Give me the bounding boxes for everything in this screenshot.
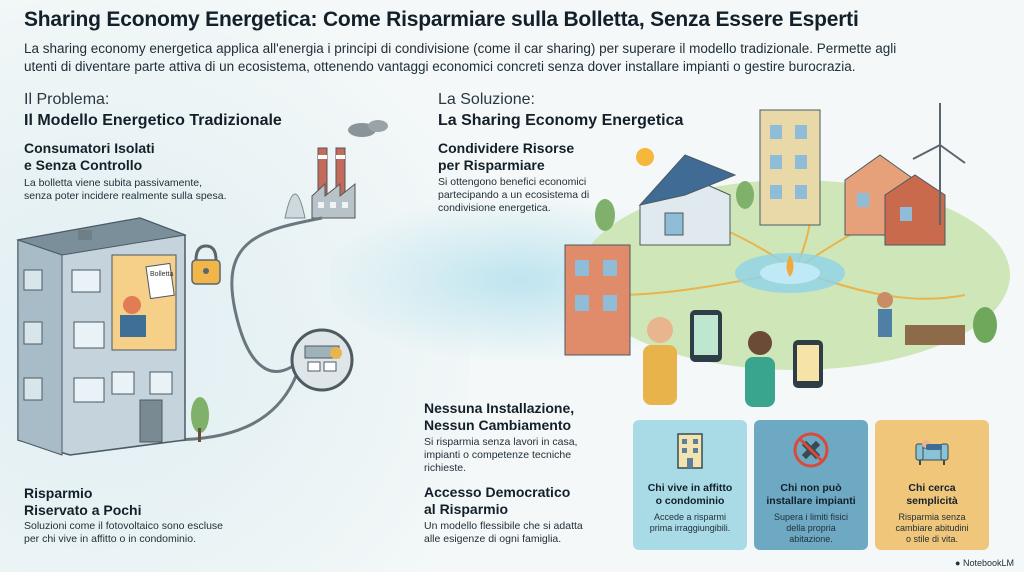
houses-icon	[844, 154, 946, 246]
card-title: Chi vive in affitto o condominio	[647, 482, 733, 507]
solution-point3-body: Un modello flessibile che si adatta alle…	[424, 520, 583, 545]
community-energy-illustration	[564, 103, 1010, 407]
card-body: Accede a risparmi prima irraggiungibili.	[649, 512, 731, 533]
card-title: Chi non può installare impianti	[766, 482, 856, 507]
card-no-install: Chi non può installare impianti Supera i…	[754, 420, 868, 550]
card-simplicity: Chi cerca semplicità Risparmia senza cam…	[875, 420, 989, 550]
page-title: Sharing Economy Energetica: Come Risparm…	[24, 8, 859, 31]
solution-heading: La Sharing Economy Energetica	[438, 112, 684, 129]
traditional-model-illustration: Bolletta	[16, 120, 388, 456]
problem-point1-body: La bolletta viene subita passivamente, s…	[24, 177, 227, 202]
sofa-icon	[915, 440, 949, 465]
notebooklm-logo: ● NotebookLM	[955, 558, 1014, 568]
solution-point2-title: Nessuna Installazione, Nessun Cambiament…	[424, 400, 575, 433]
notebooklm-logo-icon: ●	[955, 558, 961, 568]
solar-house-icon	[638, 154, 737, 246]
no-tools-icon	[793, 432, 829, 468]
bill-label: Bolletta	[150, 271, 173, 278]
solution-point1-title: Condividere Risorse per Risparmiare	[438, 140, 575, 173]
left-apartment-icon	[564, 244, 631, 356]
apartment-building-icon	[759, 109, 821, 226]
card-title: Chi cerca semplicità	[906, 482, 958, 507]
card-body: Risparmia senza cambiare abitudini o sti…	[895, 512, 969, 544]
problem-heading: Il Modello Energetico Tradizionale	[24, 112, 282, 129]
isolated-building-icon: Bolletta	[16, 217, 209, 456]
card-body: Supera i limiti fisici della propria abi…	[773, 512, 849, 544]
solution-point2-body: Si risparmia senza lavori in casa, impia…	[424, 436, 578, 474]
problem-point1-title: Consumatori Isolati e Senza Controllo	[24, 140, 155, 173]
card-renters: Chi vive in affitto o condominio Accede …	[633, 420, 747, 550]
problem-point2-body: Soluzioni come il fotovoltaico sono escl…	[24, 520, 224, 545]
wind-turbine-icon	[912, 103, 966, 225]
intro-paragraph: La sharing economy energetica applica al…	[24, 41, 897, 74]
solution-point1-body: Si ottengono benefici economici partecip…	[438, 176, 590, 214]
sun-icon	[636, 148, 654, 166]
solution-point3-title: Accesso Democratico al Risparmio	[424, 484, 571, 517]
people-with-phones-icon	[643, 310, 823, 407]
problem-kicker: Il Problema:	[24, 91, 110, 108]
building-icon	[677, 433, 703, 469]
factory-icon	[284, 120, 388, 219]
electric-meter-icon	[290, 328, 354, 392]
problem-point2-title: Risparmio Riservato a Pochi	[24, 485, 142, 518]
lock-icon	[191, 244, 221, 285]
energy-drop-icon	[786, 255, 794, 277]
solution-kicker: La Soluzione:	[438, 91, 535, 108]
